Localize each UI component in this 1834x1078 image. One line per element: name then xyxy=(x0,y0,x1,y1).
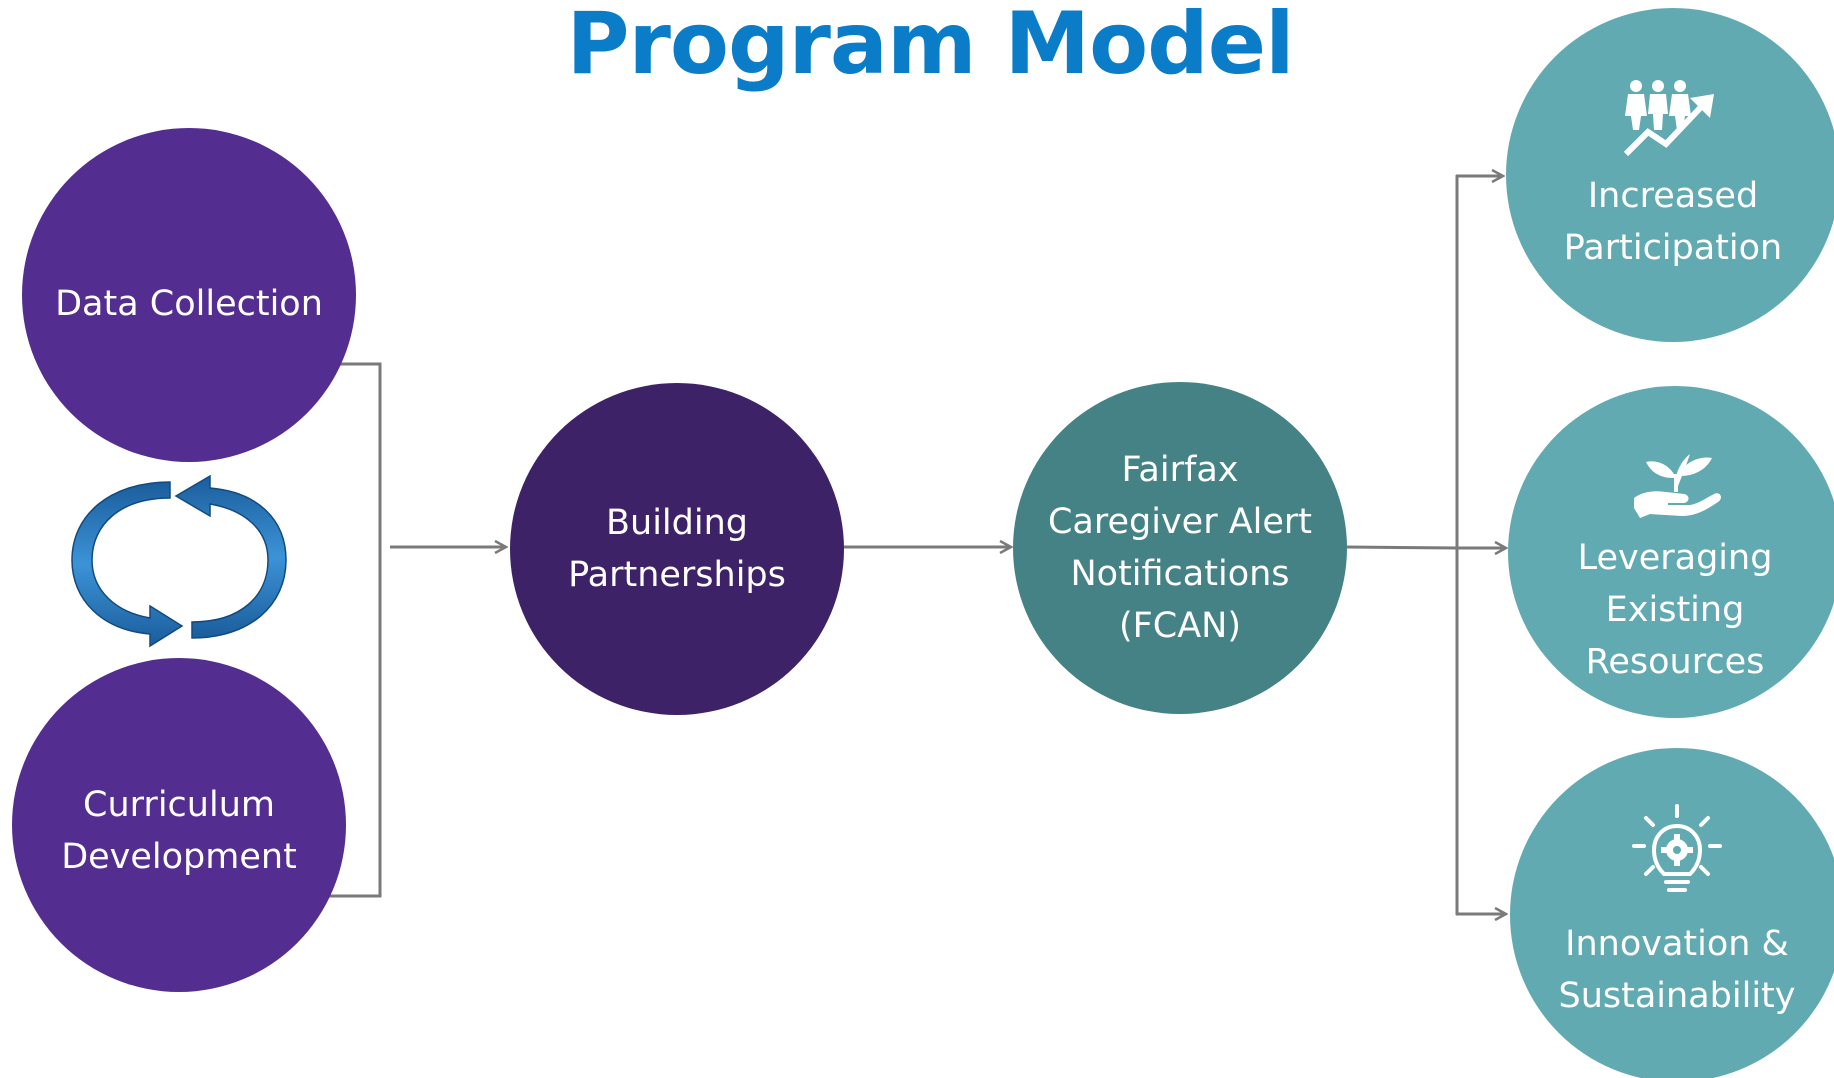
innovation-sustainability-label: Innovation & Sustainability xyxy=(1558,924,1796,1016)
people-growth-icon xyxy=(1623,80,1714,157)
cycle-arrows-icon xyxy=(71,474,287,648)
leveraging-resources-label: Leveraging Existing Resources xyxy=(1577,538,1773,682)
building-partnerships-label: Building Partnerships xyxy=(568,503,786,595)
curriculum-development-node: Curriculum Development xyxy=(12,658,346,992)
input-bracket-line xyxy=(322,362,382,898)
hand-sprout-icon xyxy=(1634,454,1721,518)
fcan-node: Fairfax Caregiver Alert Notifications (F… xyxy=(1013,382,1347,714)
leveraging-resources-node: Leveraging Existing Resources xyxy=(1508,386,1834,718)
data-collection-label: Data Collection xyxy=(55,284,323,324)
fcan-label: Fairfax Caregiver Alert Notifications (F… xyxy=(1047,450,1313,646)
page-title: Program Model xyxy=(566,0,1294,94)
data-collection-node: Data Collection xyxy=(22,128,356,462)
increased-participation-label: Increased Participation xyxy=(1563,176,1783,268)
building-partnerships-node: Building Partnerships xyxy=(510,383,844,715)
curriculum-development-label: Curriculum Development xyxy=(61,785,297,877)
increased-participation-node: Increased Participation xyxy=(1506,8,1834,342)
fcan-out-line xyxy=(1346,545,1459,550)
lightbulb-gear-icon xyxy=(1632,804,1722,892)
innovation-sustainability-node: Innovation & Sustainability xyxy=(1510,748,1834,1078)
